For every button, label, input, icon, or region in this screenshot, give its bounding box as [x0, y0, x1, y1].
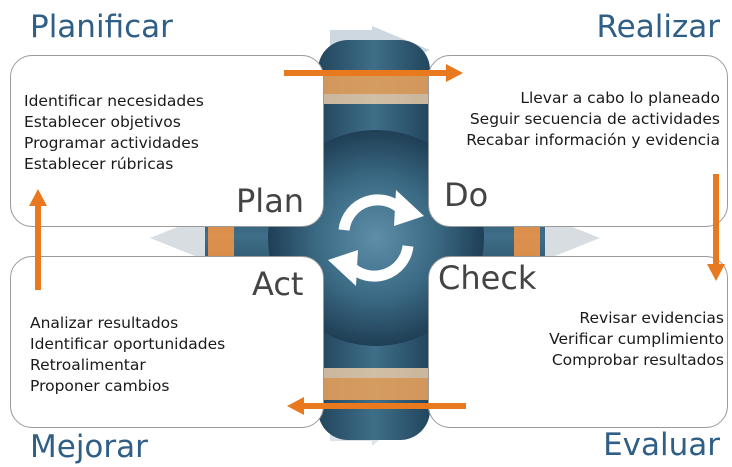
plan-box: [10, 55, 324, 227]
refresh-cycle-icon: [338, 194, 414, 282]
band-top-light: [318, 94, 430, 104]
act-item: Retroalimentar: [30, 356, 146, 374]
act-item: Identificar oportunidades: [30, 335, 226, 353]
plan-item: Programar actividades: [24, 134, 199, 152]
check-box: [428, 256, 728, 428]
do-items: Llevar a cabo lo planeado Seguir secuenc…: [466, 88, 720, 151]
label-check: Check: [438, 259, 537, 297]
arrow-plan-to-do-head: [446, 64, 463, 82]
act-items: Analizar resultados Identificar oportuni…: [30, 313, 225, 397]
plan-item: Establecer rúbricas: [24, 155, 174, 173]
act-box: [10, 256, 324, 428]
check-item: Comprobar resultados: [551, 351, 724, 369]
act-item: Analizar resultados: [30, 314, 179, 332]
band-bottom-light: [318, 368, 430, 378]
refresh-arrowhead-1: [394, 190, 424, 226]
plan-item: Establecer objetivos: [24, 113, 181, 131]
arrow-check-to-act-head: [287, 397, 304, 415]
check-item: Revisar evidencias: [579, 309, 724, 327]
check-item: Verificar cumplimiento: [549, 330, 724, 348]
title-plan: Planificar: [30, 9, 173, 45]
do-item: Seguir secuencia de actividades: [469, 110, 720, 128]
do-item: Recabar información y evidencia: [466, 131, 720, 149]
label-plan: Plan: [236, 182, 305, 220]
do-item: Llevar a cabo lo planeado: [520, 89, 720, 107]
label-act: Act: [252, 265, 304, 303]
label-do: Do: [444, 176, 489, 214]
title-check: Evaluar: [603, 427, 720, 463]
do-box: [428, 55, 728, 227]
arrow-do-to-check-head: [707, 264, 725, 281]
arrow-act-to-plan-head: [29, 189, 47, 206]
plan-item: Identificar necesidades: [24, 92, 204, 110]
refresh-arrowhead-2: [328, 250, 358, 286]
act-item: Proponer cambios: [30, 377, 170, 395]
plan-items: Identificar necesidades Establecer objet…: [24, 91, 204, 175]
check-items: Revisar evidencias Verificar cumplimient…: [549, 308, 724, 371]
title-do: Realizar: [596, 9, 720, 45]
title-act: Mejorar: [30, 429, 148, 465]
band-bottom: [318, 378, 430, 400]
